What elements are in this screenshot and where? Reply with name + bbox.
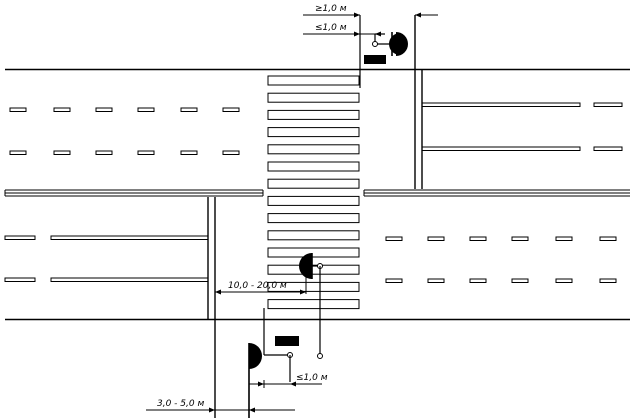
lane-dash — [469, 236, 487, 241]
top-dim-arrow — [354, 31, 360, 37]
lane-dash — [53, 150, 71, 155]
lane-dashes-left — [9, 107, 240, 155]
lane-dash — [222, 107, 240, 112]
crosswalk-stripe — [267, 230, 360, 241]
lane-dash — [4, 235, 36, 240]
lane-dash — [4, 277, 36, 282]
lane-markings-left-lower — [4, 197, 216, 418]
lane-dash — [137, 150, 155, 155]
road-edges — [5, 68, 630, 321]
pedestrian-crosswalk — [267, 75, 360, 310]
lane-dash — [137, 107, 155, 112]
crosswalk-stripe — [267, 144, 360, 155]
lane-dash — [599, 278, 617, 283]
crosswalk-stripe — [267, 127, 360, 138]
bottom-dim-arrow — [249, 407, 255, 413]
top-min-offset-label: ≥1,0 м — [315, 4, 347, 14]
top-dim-arrow — [354, 12, 360, 18]
lane-dash — [385, 236, 403, 241]
middle-signal-base — [317, 353, 323, 359]
lane-dash — [555, 236, 573, 241]
crosswalk-stripe — [267, 75, 360, 86]
lane-dash — [593, 146, 623, 151]
lane-dashes-right — [385, 236, 617, 283]
bottom-distance-label: 3,0 - 5,0 м — [157, 399, 204, 409]
crosswalk-stripe — [267, 92, 360, 103]
middle-dim-arrow — [215, 289, 221, 295]
lane-dash — [427, 278, 445, 283]
top-max-offset-label: ≤1,0 м — [315, 23, 347, 33]
crosswalk-stripe — [267, 247, 360, 258]
lane-dash — [593, 102, 623, 107]
top-dim-arrow — [375, 31, 381, 37]
crosswalk-stripe — [267, 299, 360, 310]
middle-dim-arrow — [300, 289, 306, 295]
bottom-dim-arrow — [209, 407, 215, 413]
lane-dash — [95, 107, 113, 112]
lane-dash — [511, 278, 529, 283]
top-dimensions: ≥1,0 м ≤1,0 м — [303, 4, 438, 37]
top-dim-arrow — [415, 12, 421, 18]
top-sign-plate-icon — [364, 55, 386, 64]
lane-dash — [180, 107, 198, 112]
crosswalk-stripe — [267, 161, 360, 172]
lane-markings-right-upper — [414, 15, 623, 189]
lane-dash — [599, 236, 617, 241]
lane-dash — [469, 278, 487, 283]
bottom-max-offset-label: ≤1,0 м — [296, 373, 328, 383]
crosswalk-stripe — [267, 109, 360, 120]
crosswalk-stripe — [267, 264, 360, 275]
top-signal-pivot — [372, 41, 378, 47]
lane-dash — [555, 278, 573, 283]
bottom-signal-assembly: ≤1,0 м 3,0 - 5,0 м — [146, 308, 328, 418]
bottom-traffic-light-icon — [249, 343, 262, 369]
lane-dash — [427, 236, 445, 241]
crosswalk-stripe — [267, 195, 360, 206]
lane-dash — [9, 107, 27, 112]
bottom-sign-plate-icon — [275, 336, 299, 346]
crosswalk-stripe — [267, 213, 360, 224]
lane-solid-line — [421, 102, 581, 107]
lane-dash — [9, 150, 27, 155]
lane-solid-line — [421, 146, 581, 151]
lane-dash — [385, 278, 403, 283]
lane-dash — [53, 107, 71, 112]
top-signal-assembly — [359, 15, 408, 88]
lane-dash — [222, 150, 240, 155]
lane-dash — [180, 150, 198, 155]
lane-dash — [511, 236, 529, 241]
crosswalk-stripe — [267, 281, 360, 292]
lane-solid-line — [50, 235, 209, 240]
center-double-line — [4, 189, 630, 197]
bottom-dim-arrow — [258, 381, 264, 387]
top-traffic-light-body — [396, 32, 408, 56]
crosswalk-stripe — [267, 178, 360, 189]
middle-distance-label: 10,0 - 20,0 м — [228, 281, 287, 291]
middle-signal-assembly: 10,0 - 20,0 м — [215, 253, 323, 359]
lane-dash — [95, 150, 113, 155]
lane-solid-line — [50, 277, 209, 282]
bottom-dim-arrow — [290, 381, 296, 387]
